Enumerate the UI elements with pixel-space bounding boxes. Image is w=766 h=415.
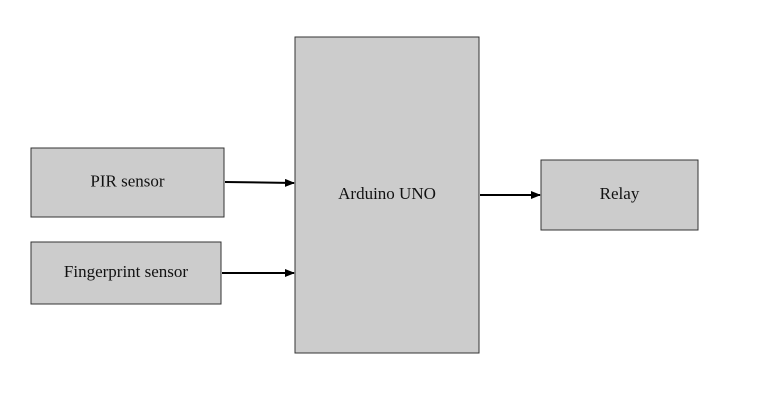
pir-sensor-label: PIR sensor <box>90 171 164 190</box>
relay-block: Relay <box>540 159 699 231</box>
fingerprint-sensor-block: Fingerprint sensor <box>30 241 222 305</box>
fingerprint-sensor-label: Fingerprint sensor <box>64 262 189 281</box>
arduino-uno-label: Arduino UNO <box>338 184 436 203</box>
relay-label: Relay <box>600 184 640 203</box>
arrow-pir-to-arduino <box>224 178 295 187</box>
arduino-uno-block: Arduino UNO <box>294 36 480 354</box>
pir-sensor-block: PIR sensor <box>30 147 225 218</box>
